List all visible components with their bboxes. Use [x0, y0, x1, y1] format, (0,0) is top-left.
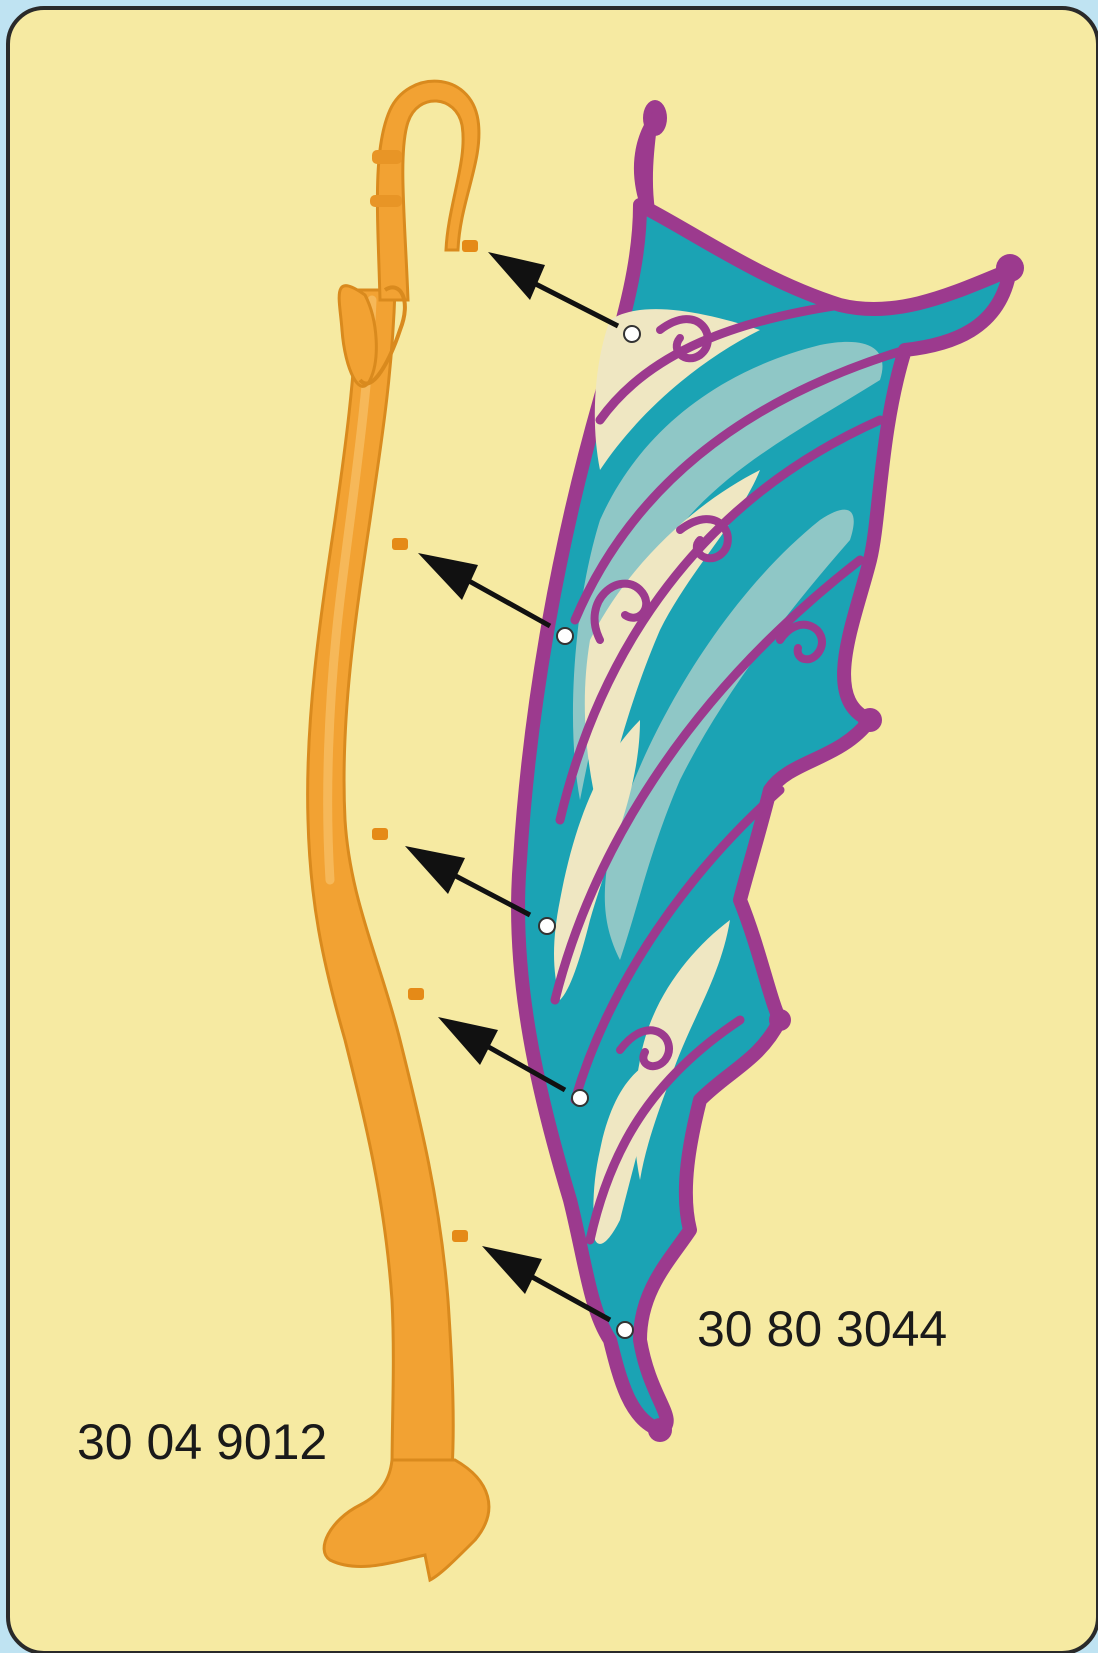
staff-collar: [372, 150, 402, 164]
wing-hole: [557, 628, 573, 644]
wing-part-number: 30 80 3044: [697, 1300, 947, 1358]
wing-hole: [617, 1322, 633, 1338]
wing-hole: [539, 918, 555, 934]
staff-part-number: 30 04 9012: [77, 1413, 327, 1471]
wing-hole: [624, 326, 640, 342]
wing-hole: [572, 1090, 588, 1106]
staff-collar: [370, 195, 402, 207]
